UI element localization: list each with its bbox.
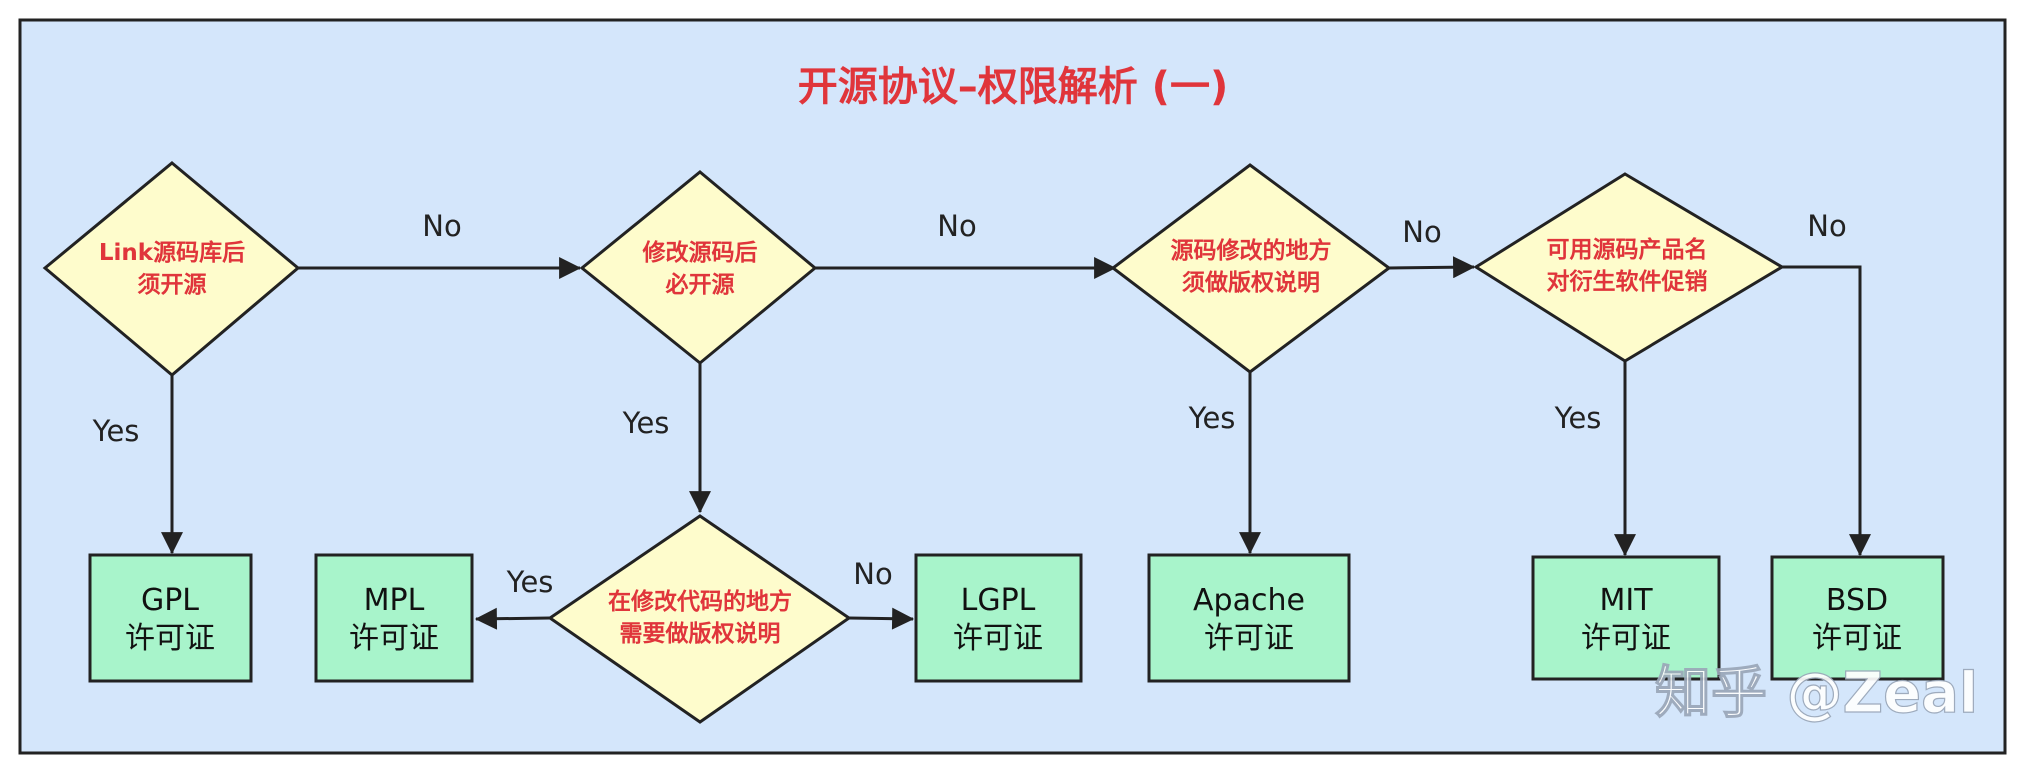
watermark-text: 知乎 @Zeal [1655, 661, 1978, 726]
license-name: BSD [1826, 583, 1888, 618]
decision-text-line1: 源码修改的地方 [1171, 237, 1332, 264]
license-name: Apache [1193, 583, 1305, 618]
license-box-bsd: BSD 许可证 [1770, 555, 1945, 681]
license-rect [1531, 555, 1721, 681]
edge-d4-d5 [1388, 256, 1476, 279]
edge-label-d1-no: No [422, 209, 461, 243]
edge-label-d3-no: No [853, 557, 892, 591]
decision-product-name-promotion: 可用源码产品名 对衍生软件促销 [1473, 172, 1785, 363]
decision-diamond [547, 514, 852, 724]
license-name: GPL [141, 583, 199, 618]
edge-label-d4-no: No [1402, 215, 1441, 249]
license-suffix: 许可证 [1812, 621, 1902, 656]
license-box-mit: MIT 许可证 [1531, 555, 1721, 681]
edge-label-d5-no: No [1807, 209, 1846, 243]
license-box-lgpl: LGPL 许可证 [914, 553, 1083, 683]
edge-labels: No Yes No Yes Yes No No Yes Yes No [92, 209, 1847, 599]
license-name: MIT [1599, 583, 1653, 618]
decision-diamond [1473, 172, 1785, 363]
diagram-title: 开源协议–权限解析 (一) [798, 64, 1229, 110]
decision-modify-open-source: 修改源码后 必开源 [579, 170, 818, 365]
edge-label-d2-yes: Yes [622, 406, 670, 440]
decision-text-line1: Link源码库后 [99, 240, 245, 266]
connectors [161, 256, 1871, 630]
edge-d3-lgpl [848, 607, 915, 630]
decision-diamond [42, 161, 301, 377]
decision-text-line2: 需要做版权说明 [620, 620, 781, 647]
edge-label-d2-no: No [937, 209, 976, 243]
license-rect [914, 553, 1083, 683]
decision-diamond [1110, 163, 1392, 374]
decision-text-line2: 必开源 [666, 271, 735, 298]
license-suffix: 许可证 [953, 621, 1043, 656]
license-rect [314, 553, 474, 683]
decision-text-line1: 在修改代码的地方 [608, 588, 792, 615]
decision-code-copyright-note: 在修改代码的地方 需要做版权说明 [547, 514, 852, 724]
decision-text-line2: 须开源 [138, 272, 207, 298]
edge-d5-bsd [1782, 265, 1871, 557]
edge-label-d4-yes: Yes [1188, 401, 1236, 435]
license-suffix: 许可证 [1581, 621, 1671, 656]
decision-text-line2: 对衍生软件促销 [1547, 268, 1708, 295]
license-suffix: 许可证 [1204, 621, 1294, 656]
license-suffix: 许可证 [349, 621, 439, 656]
license-suffix: 许可证 [125, 621, 215, 656]
edge-label-d1-yes: Yes [92, 414, 140, 448]
decision-text-line1: 修改源码后 [642, 239, 758, 266]
license-box-apache: Apache 许可证 [1147, 553, 1351, 683]
license-box-gpl: GPL 许可证 [88, 553, 253, 683]
decision-source-copyright-note: 源码修改的地方 须做版权说明 [1110, 163, 1392, 374]
license-box-mpl: MPL 许可证 [314, 553, 474, 683]
license-name: LGPL [961, 583, 1036, 618]
license-rect [1770, 555, 1945, 681]
edge-d3-mpl [474, 607, 551, 630]
edge-label-d5-yes: Yes [1554, 401, 1602, 435]
decision-text-line1: 可用源码产品名 [1547, 236, 1708, 263]
decision-link-open-source: Link源码库后 须开源 [42, 161, 301, 377]
license-name: MPL [364, 583, 425, 618]
decision-diamond [579, 170, 818, 365]
decision-text-line2: 须做版权说明 [1182, 269, 1320, 296]
edge-label-d3-yes: Yes [506, 565, 554, 599]
license-rect [1147, 553, 1351, 683]
license-rect [88, 553, 253, 683]
